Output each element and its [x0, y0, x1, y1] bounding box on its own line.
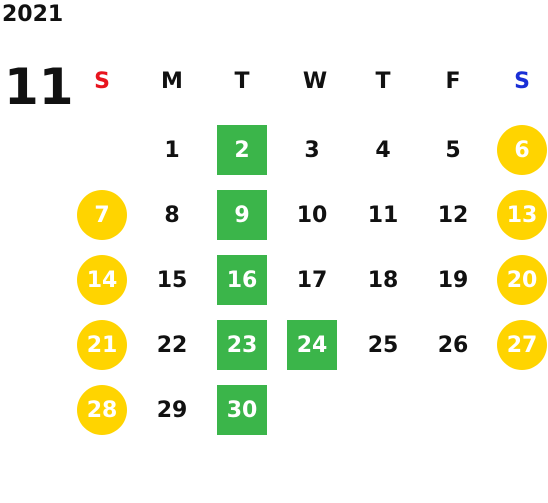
calendar-day-13[interactable]: 13 — [497, 190, 547, 240]
weekday-header-saturday: S — [514, 68, 530, 94]
calendar-day-8[interactable]: 8 — [164, 202, 180, 228]
calendar-day-24[interactable]: 24 — [287, 320, 337, 370]
weekday-header-friday: F — [445, 68, 461, 94]
calendar-day-28[interactable]: 28 — [77, 385, 127, 435]
month-number: 11 — [4, 58, 74, 116]
calendar-day-5[interactable]: 5 — [445, 137, 461, 163]
calendar-day-21[interactable]: 21 — [77, 320, 127, 370]
calendar-day-29[interactable]: 29 — [156, 397, 188, 423]
calendar-day-26[interactable]: 26 — [437, 332, 469, 358]
calendar-day-12[interactable]: 12 — [437, 202, 469, 228]
calendar-day-2[interactable]: 2 — [217, 125, 267, 175]
weekday-header-wednesday: W — [302, 68, 328, 94]
calendar-day-22[interactable]: 22 — [156, 332, 188, 358]
calendar-day-6[interactable]: 6 — [497, 125, 547, 175]
calendar-day-19[interactable]: 19 — [437, 267, 469, 293]
calendar-day-15[interactable]: 15 — [156, 267, 188, 293]
calendar-day-10[interactable]: 10 — [296, 202, 328, 228]
weekday-header-tuesday: T — [234, 68, 250, 94]
year-label: 2021 — [2, 2, 64, 27]
calendar-day-20[interactable]: 20 — [497, 255, 547, 305]
weekday-header-sunday: S — [94, 68, 110, 94]
calendar-day-1[interactable]: 1 — [164, 137, 180, 163]
calendar-day-30[interactable]: 30 — [217, 385, 267, 435]
calendar-day-17[interactable]: 17 — [296, 267, 328, 293]
calendar-day-18[interactable]: 18 — [367, 267, 399, 293]
calendar-day-23[interactable]: 23 — [217, 320, 267, 370]
weekday-header-thursday: T — [375, 68, 391, 94]
calendar-day-27[interactable]: 27 — [497, 320, 547, 370]
weekday-header-monday: M — [161, 68, 183, 94]
calendar-day-3[interactable]: 3 — [304, 137, 320, 163]
calendar-day-4[interactable]: 4 — [375, 137, 391, 163]
calendar-day-7[interactable]: 7 — [77, 190, 127, 240]
calendar-day-25[interactable]: 25 — [367, 332, 399, 358]
calendar-day-9[interactable]: 9 — [217, 190, 267, 240]
calendar-day-11[interactable]: 11 — [367, 202, 399, 228]
calendar-day-16[interactable]: 16 — [217, 255, 267, 305]
calendar-day-14[interactable]: 14 — [77, 255, 127, 305]
